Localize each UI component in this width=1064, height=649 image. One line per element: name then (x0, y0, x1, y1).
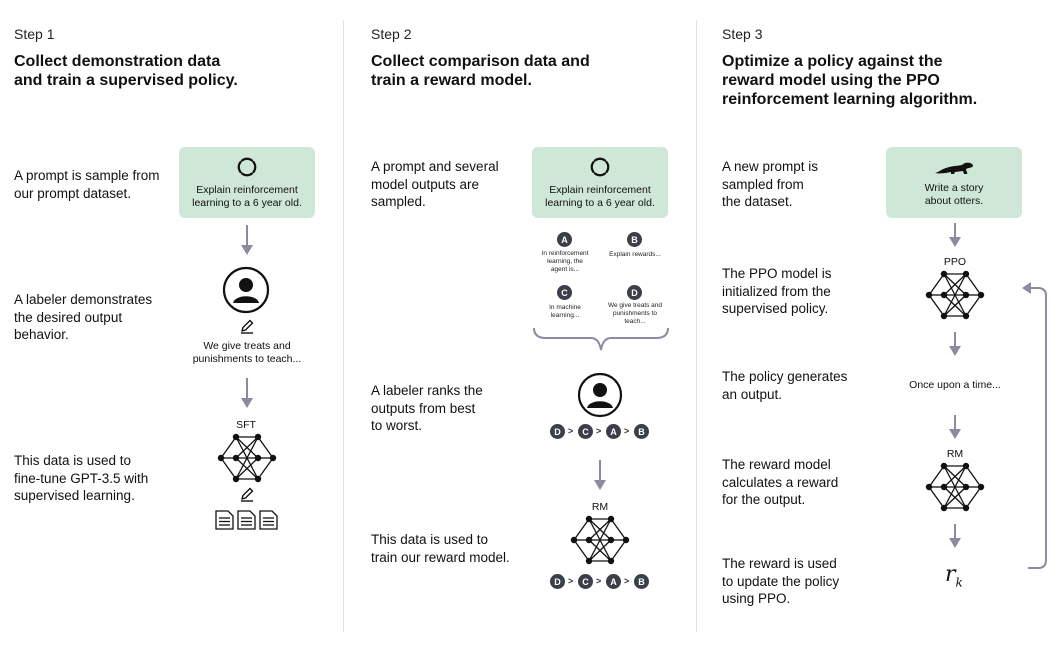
step2-label: Step 2 (371, 26, 412, 42)
rank-badge: D (550, 424, 565, 439)
arrow-down-icon (949, 223, 961, 247)
arrow-down-icon (594, 460, 606, 490)
rank-badge: B (634, 574, 649, 589)
network-icon (217, 433, 277, 483)
network-icon (925, 270, 985, 320)
output-d-badge: D (627, 285, 642, 300)
rm-label: RM (946, 448, 964, 460)
ppo-label: PPO (943, 256, 967, 268)
pencil-icon (241, 487, 254, 502)
rank-badge: B (634, 424, 649, 439)
cycle-icon (590, 157, 610, 176)
person-icon (222, 266, 270, 314)
step3-label: Step 3 (722, 26, 763, 42)
arrow-down-icon (241, 225, 253, 255)
rank-badge: C (578, 424, 593, 439)
network-icon (570, 515, 630, 565)
rank-badge: A (606, 424, 621, 439)
arrow-down-icon (949, 524, 961, 548)
cycle-icon (237, 157, 257, 176)
rank-badge: D (550, 574, 565, 589)
rank-badge: A (606, 574, 621, 589)
column-divider (696, 20, 697, 632)
step1-title: Collect demonstration data and train a s… (14, 53, 238, 89)
arrow-down-icon (949, 415, 961, 439)
output-b-text: Explain rewards... (609, 251, 661, 258)
arrow-down-icon (241, 378, 253, 408)
rm-label: RM (591, 501, 609, 513)
person-icon (577, 372, 623, 418)
document-icon (215, 510, 278, 530)
arrow-down-icon (949, 332, 961, 356)
feedback-loop-icon (1022, 282, 1047, 569)
column-divider (343, 20, 344, 632)
reward-symbol: rk (945, 562, 963, 590)
output-c-badge: C (557, 285, 572, 300)
rank-badge: C (578, 574, 593, 589)
output-b-badge: B (627, 232, 642, 247)
sft-label: SFT (236, 419, 256, 431)
otter-icon (935, 162, 974, 174)
policy-output: Once upon a time... (909, 379, 1001, 391)
network-icon (925, 462, 985, 512)
output-a-badge: A (557, 232, 572, 247)
brace-icon (533, 327, 669, 351)
pencil-icon (241, 319, 254, 334)
step1-label: Step 1 (14, 26, 55, 42)
